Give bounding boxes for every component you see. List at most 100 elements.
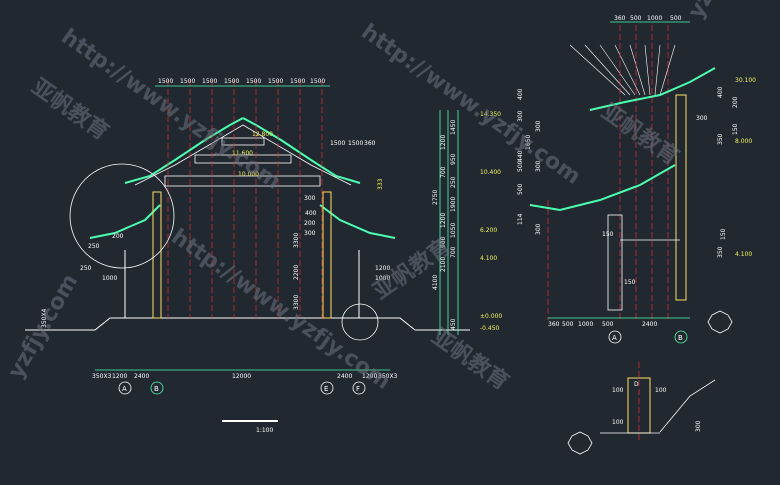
scale-label: 1:100 bbox=[256, 427, 273, 434]
middle-elevation: 4.100 bbox=[480, 255, 497, 262]
top-dim: 1500 bbox=[224, 78, 239, 85]
axis-bubble-a bbox=[608, 330, 622, 344]
axis-label: A bbox=[612, 334, 617, 342]
watermark: 亚帆教育 bbox=[27, 74, 114, 146]
watermark: 亚帆教育 bbox=[597, 99, 684, 171]
elevation-label: 11.600 bbox=[232, 150, 253, 157]
top-dim: 1500 bbox=[158, 78, 173, 85]
bottom-dim: 1200 bbox=[362, 373, 377, 380]
axis-label: A bbox=[122, 385, 127, 393]
right-right-dim: 150 bbox=[602, 231, 614, 238]
right-side-dim: 300 bbox=[304, 230, 316, 237]
right-left-dim: 1650 bbox=[525, 135, 532, 150]
watermark: yzfjy.com bbox=[684, 0, 764, 23]
top-dim: 1500 bbox=[310, 78, 325, 85]
right-right-dim: 150 bbox=[624, 279, 636, 286]
middle-dimension-column: 14.350 10.400 6.200 4.100 ±0.000 -0.450 … bbox=[432, 110, 502, 335]
right-left-dim: 500 bbox=[517, 160, 524, 172]
roof-fan-line bbox=[614, 44, 641, 96]
bottom-dim: 2400 bbox=[337, 373, 352, 380]
roof-fan-line bbox=[644, 44, 651, 96]
roof-fan-line bbox=[659, 44, 676, 96]
right-top-dim: 1500 bbox=[330, 140, 345, 147]
right-right-dim: 350 bbox=[717, 246, 724, 258]
right-column bbox=[675, 94, 687, 301]
middle-dim: 900 bbox=[440, 236, 447, 248]
watermark: http://www.yzfjy.com bbox=[357, 19, 585, 189]
right-top-dim: 500 bbox=[630, 15, 642, 22]
column-b bbox=[152, 191, 162, 319]
small-dim: 300 bbox=[695, 420, 702, 432]
octagon-symbol bbox=[567, 431, 593, 455]
right-bottom-dim: 360 bbox=[548, 321, 560, 328]
right-left-dim: 500 bbox=[517, 183, 524, 195]
axis-label: B bbox=[678, 334, 683, 342]
right-bottom-dim: 500 bbox=[602, 321, 614, 328]
roof-fan-line bbox=[629, 44, 646, 96]
axis-label: B bbox=[154, 385, 159, 393]
middle-dim: 1200 bbox=[440, 213, 447, 228]
small-column-section bbox=[627, 377, 651, 434]
right-top-dim: 1500 bbox=[348, 140, 363, 147]
axis-bubble-b bbox=[674, 330, 688, 344]
middle-elevation: ±0.000 bbox=[480, 313, 502, 320]
main-roof-inner bbox=[134, 124, 352, 186]
right-right-dim: 150 bbox=[732, 123, 739, 135]
right-top-dim: 360 bbox=[364, 140, 376, 147]
ridge-beam bbox=[221, 137, 265, 146]
roof-fan-line bbox=[599, 44, 636, 96]
lower-roof bbox=[529, 164, 676, 212]
bottom-dim: 12000 bbox=[232, 373, 251, 380]
top-dim: 1500 bbox=[268, 78, 283, 85]
top-dim: 1500 bbox=[290, 78, 305, 85]
main-roof-right bbox=[242, 117, 361, 184]
right-right-dim: 300 bbox=[696, 115, 708, 122]
middle-dim: 1050 bbox=[450, 223, 457, 238]
right-right-dim: 150 bbox=[720, 228, 727, 240]
upper-roof bbox=[589, 67, 716, 111]
axis-label: F bbox=[356, 385, 360, 393]
upper-beam bbox=[194, 154, 292, 164]
right-bottom-dim: 500 bbox=[562, 321, 574, 328]
roof-fan-line bbox=[584, 44, 631, 96]
small-dim: 100 bbox=[612, 387, 624, 394]
column-e bbox=[322, 191, 332, 319]
middle-dim: 700 bbox=[440, 166, 447, 178]
middle-dim: 700 bbox=[450, 246, 457, 258]
left-mark: 350X4 bbox=[41, 308, 48, 328]
right-bottom-dim: 2400 bbox=[642, 321, 657, 328]
axis-bubble-f bbox=[352, 381, 366, 395]
middle-dim: 1200 bbox=[440, 135, 447, 150]
small-slope-detail bbox=[659, 379, 716, 433]
right-elevation: 30.100 bbox=[735, 77, 756, 84]
middle-dim: 450 bbox=[450, 318, 457, 330]
tie-beam bbox=[164, 175, 321, 187]
bottom-dim: 2400 bbox=[134, 373, 149, 380]
right-left-dim: 114 bbox=[517, 213, 524, 225]
roof-fan-line bbox=[569, 44, 626, 96]
middle-elevation: 14.350 bbox=[480, 111, 501, 118]
right-side-dim: 1000 bbox=[375, 275, 390, 282]
bottom-dim: 350X3 bbox=[92, 373, 112, 380]
detail-callout-circle bbox=[69, 163, 175, 269]
lower-eave-left bbox=[89, 204, 161, 239]
right-top-dim: 500 bbox=[670, 15, 682, 22]
small-marker: D bbox=[634, 381, 639, 388]
right-right-dim: 200 bbox=[732, 96, 739, 108]
middle-dim: 4100 bbox=[432, 275, 439, 290]
right-left-dim: 440 bbox=[517, 150, 524, 162]
watermark: 亚帆教育 bbox=[427, 324, 514, 396]
axis-label: E bbox=[324, 385, 328, 393]
axis-bubble-e bbox=[320, 381, 334, 395]
middle-elevation: 10.400 bbox=[480, 169, 501, 176]
right-elevation: 4.100 bbox=[735, 251, 752, 258]
axis-bubble-b bbox=[150, 381, 164, 395]
right-side-dim: 2200 bbox=[293, 265, 300, 280]
right-top-dim: 360 bbox=[614, 15, 626, 22]
left-section: 1500 1500 1500 1500 1500 1500 1500 1500 … bbox=[25, 78, 470, 434]
side-dim: 250 bbox=[80, 265, 92, 272]
right-side-dim: 400 bbox=[305, 210, 317, 217]
right-side-dim: 3300 bbox=[293, 233, 300, 248]
bottom-dim: 1200 bbox=[112, 373, 127, 380]
